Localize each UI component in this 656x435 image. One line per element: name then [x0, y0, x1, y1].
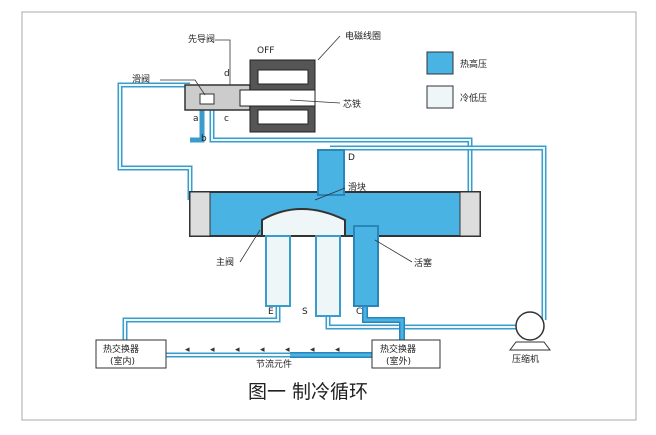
compressor [509, 311, 551, 351]
legend-cold-label: 冷低压 [460, 92, 487, 104]
pipe-E [265, 235, 291, 307]
pipe-D-label: D [348, 153, 355, 163]
coil-label: 电磁线圈 [345, 30, 381, 42]
svg-text:◂: ◂ [210, 345, 215, 355]
heat-exchanger-indoor [95, 339, 167, 369]
frame [21, 11, 637, 421]
hx-outdoor-sub: (室外) [386, 355, 411, 367]
slider-label: 滑块 [348, 181, 366, 193]
main-valve-label: 主阀 [216, 256, 234, 268]
iron-core-label: 芯铁 [343, 98, 361, 110]
port-d-label: d [224, 69, 230, 79]
pilot-valve-label: 先导阀 [188, 33, 215, 45]
port-c-label: c [224, 114, 229, 124]
heat-exchanger-outdoor [371, 339, 441, 369]
hx-outdoor-label: 热交换器 [380, 343, 416, 355]
svg-text:◂: ◂ [260, 345, 265, 355]
pipe-C [353, 225, 379, 307]
main-valve [189, 149, 481, 317]
throttle-label: 节流元件 [256, 358, 292, 370]
svg-text:◂: ◂ [285, 345, 290, 355]
svg-text:◂: ◂ [310, 345, 315, 355]
svg-text:◂: ◂ [235, 345, 240, 355]
pipe-D [317, 149, 345, 196]
hx-indoor-sub: (室内) [110, 355, 135, 367]
port-b-label: b [201, 134, 207, 144]
pilot-valve [184, 59, 316, 133]
legend-hot-label: 热高压 [460, 58, 487, 70]
legend-hot-swatch [426, 51, 454, 75]
slide-valve-label: 滑阀 [132, 74, 150, 85]
pipe-S [315, 235, 341, 317]
legend-cold-swatch [426, 85, 454, 109]
svg-text:◂: ◂ [185, 345, 190, 355]
port-a-label: a [193, 114, 199, 124]
hot-pipes [290, 305, 405, 358]
hx-indoor-label: 热交换器 [103, 343, 139, 355]
pipe-S-label: S [302, 307, 308, 317]
cold-pipes [117, 82, 547, 358]
compressor-label: 压缩机 [512, 353, 539, 365]
caption: 图一 制冷循环 [248, 381, 368, 403]
svg-text:◂: ◂ [335, 345, 340, 355]
piston-label: 活塞 [414, 257, 432, 269]
off-label: OFF [257, 46, 274, 56]
pipe-C-label: C [356, 307, 362, 317]
pipe-E-label: E [268, 307, 274, 317]
flow-arrows: ◂ ◂ ◂ ◂ ◂ ◂ ◂ [185, 345, 340, 355]
